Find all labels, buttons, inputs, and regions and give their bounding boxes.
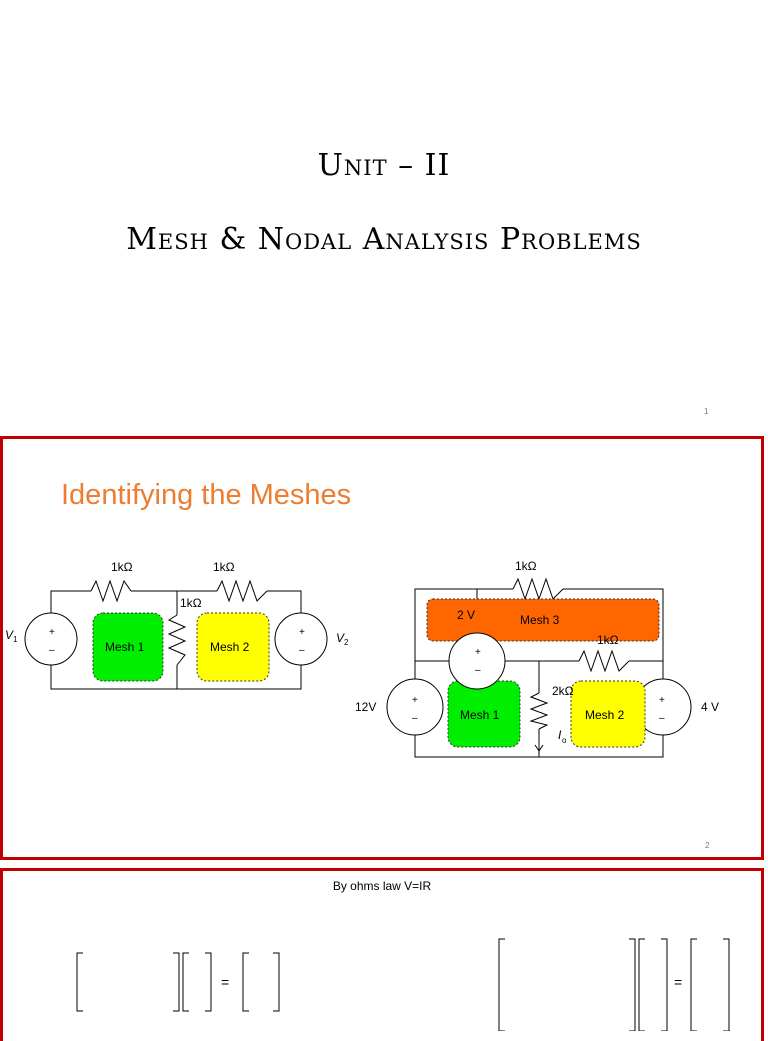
bracket <box>661 938 668 1031</box>
bracket <box>690 938 697 1031</box>
mesh1-region <box>92 612 164 682</box>
resistor-mid <box>167 614 187 666</box>
source-v2 <box>274 612 328 666</box>
equation-slide: By ohms law V=IR = = <box>0 868 764 1041</box>
resistor-mid <box>578 649 630 673</box>
i0-label: I <box>558 728 562 742</box>
v12-plus: + <box>412 695 418 706</box>
wire <box>414 588 513 679</box>
resistor-left <box>90 579 132 603</box>
v2v-plus: + <box>475 647 481 658</box>
bracket <box>173 952 180 1012</box>
wire <box>50 665 302 690</box>
mesh3-region <box>426 598 660 642</box>
bracket <box>182 952 189 1012</box>
resistor-top <box>512 577 564 601</box>
v1-plus: + <box>49 627 55 638</box>
bracket <box>242 952 249 1012</box>
v1-label: V <box>5 628 14 642</box>
v12-minus: – <box>412 713 418 724</box>
wire <box>50 590 91 613</box>
title-slide: Unit – II Mesh & Nodal Analysis Problems… <box>0 0 768 432</box>
v-4v-label: 4 V <box>701 700 719 714</box>
ohms-law-caption: By ohms law V=IR <box>332 879 432 893</box>
v2-plus: + <box>299 627 305 638</box>
mesh2-region <box>570 680 646 748</box>
v-12v-label: 12V <box>355 700 376 714</box>
resistor-right <box>216 579 268 603</box>
mesh2-label: Mesh 2 <box>210 640 250 654</box>
matrix-templates: = = <box>76 938 730 1031</box>
matrix-left <box>76 952 280 1012</box>
bracket <box>205 952 212 1012</box>
mesh-slide: Identifying the Meshes 2 1kΩ 1kΩ 1kΩ Mes… <box>0 436 764 860</box>
circuit-1 <box>24 579 328 690</box>
bracket <box>723 938 730 1031</box>
matrix-right <box>498 938 730 1031</box>
v2v-minus: – <box>475 665 481 676</box>
slide-subtitle: Mesh & Nodal Analysis Problems <box>126 222 642 257</box>
slide-heading: Identifying the Meshes <box>61 479 352 511</box>
mesh2-label: Mesh 2 <box>585 708 625 722</box>
mesh3-label: Mesh 3 <box>520 613 560 627</box>
r-mid-label: 1kΩ <box>180 596 202 610</box>
v4-minus: – <box>659 713 665 724</box>
bracket <box>76 952 83 1012</box>
v4-plus: + <box>659 695 665 706</box>
r-mid-label: 1kΩ <box>597 633 619 647</box>
circuit-diagrams: 1kΩ 1kΩ 1kΩ Mesh 1 Mesh 2 + – + – V 1 V … <box>5 559 719 758</box>
bracket <box>638 938 645 1031</box>
wire <box>563 588 664 679</box>
i0-subscript: o <box>562 736 567 745</box>
current-arrow-head <box>534 744 544 752</box>
source-v1 <box>24 612 78 666</box>
v2-minus: – <box>299 645 305 656</box>
source-12v <box>386 678 444 736</box>
circuit-2 <box>386 577 692 758</box>
v-2v-label: 2 V <box>457 608 475 622</box>
v2-subscript: 2 <box>344 638 349 647</box>
r-top-label: 1kΩ <box>515 559 537 573</box>
r-2k-label: 2kΩ <box>552 684 574 698</box>
equals-sign-right: = <box>674 974 682 990</box>
unit-title: Unit – II <box>317 148 451 183</box>
bracket <box>273 952 280 1012</box>
mesh1-label: Mesh 1 <box>105 640 145 654</box>
wire <box>267 590 302 613</box>
page-number: 1 <box>704 407 709 416</box>
source-2v <box>448 632 506 690</box>
v1-minus: – <box>49 645 55 656</box>
mesh1-label: Mesh 1 <box>460 708 500 722</box>
equals-sign-left: = <box>221 974 229 990</box>
r-right-label: 1kΩ <box>213 560 235 574</box>
v1-subscript: 1 <box>13 635 18 644</box>
page-number: 2 <box>705 841 710 850</box>
bracket <box>498 938 505 1031</box>
bracket <box>629 938 636 1031</box>
v2-label: V <box>336 631 345 645</box>
mesh2-region <box>196 612 270 682</box>
r-left-label: 1kΩ <box>111 560 133 574</box>
resistor-2k <box>529 692 549 730</box>
